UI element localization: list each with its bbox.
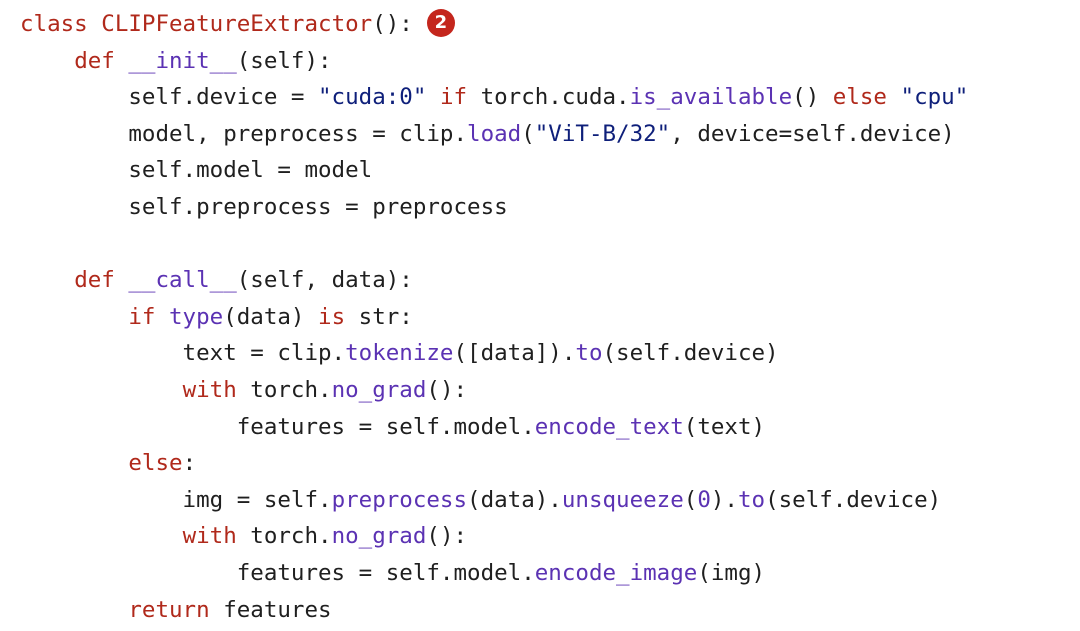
code-token: features <box>209 596 332 623</box>
code-token: if <box>128 303 156 330</box>
code-line: model, preprocess = clip.load("ViT-B/32"… <box>20 116 968 153</box>
code-token: with <box>182 376 237 403</box>
code-token: ). <box>710 486 738 513</box>
code-token: (img) <box>697 559 766 586</box>
code-token: is_available <box>629 84 793 111</box>
code-token: torch. <box>236 376 332 403</box>
code-token <box>20 597 128 623</box>
code-token <box>155 304 169 330</box>
code-token: ( <box>521 120 535 147</box>
code-token: (data) <box>223 303 319 330</box>
code-token: to <box>737 486 766 513</box>
code-line <box>20 226 968 263</box>
code-token: features = self.model. <box>20 413 535 440</box>
code-token: , device=self.device) <box>670 120 955 147</box>
code-token: self.preprocess = preprocess <box>20 193 508 220</box>
code-token: "ViT-B/32" <box>534 120 671 147</box>
code-token: ( <box>683 486 698 513</box>
code-token: : <box>182 450 197 477</box>
code-line: features = self.model.encode_text(text) <box>20 409 968 446</box>
code-token: features = self.model. <box>20 559 535 586</box>
code-line: self.model = model <box>20 152 968 189</box>
code-line: text = clip.tokenize([data]).to(self.dev… <box>20 335 968 372</box>
code-token <box>20 48 74 74</box>
code-token: type <box>169 303 224 330</box>
code-token: torch. <box>236 523 332 550</box>
code-token: else <box>128 450 183 477</box>
code-line: return features <box>20 592 968 629</box>
code-line: def __init__(self): <box>20 43 968 80</box>
code-token: (self): <box>236 47 332 74</box>
code-token: (self, data): <box>236 267 413 294</box>
code-token <box>20 450 128 476</box>
code-token <box>887 84 901 110</box>
code-token: text = clip. <box>20 340 346 367</box>
code-token: (self.device) <box>765 486 942 513</box>
code-token: no_grad <box>331 523 427 550</box>
code-token: () <box>792 84 833 111</box>
code-token: __init__ <box>128 47 237 74</box>
code-token <box>20 267 74 293</box>
code-line: self.device = "cuda:0" if torch.cuda.is_… <box>20 79 968 116</box>
code-line: with torch.no_grad(): <box>20 372 968 409</box>
code-token: self.device = <box>20 84 319 111</box>
code-token: __call__ <box>128 267 237 294</box>
code-token: (text) <box>683 413 766 440</box>
code-token: (): <box>426 376 468 403</box>
code-token: (): <box>426 523 468 550</box>
code-line: def __call__(self, data): <box>20 262 968 299</box>
code-token <box>20 523 183 549</box>
code-token: str: <box>345 303 413 330</box>
code-token: if <box>439 84 468 111</box>
code-token <box>426 84 440 110</box>
code-token: 0 <box>697 486 711 513</box>
code-line: class CLIPFeatureExtractor(): 2 <box>20 6 968 43</box>
code-token <box>20 304 128 330</box>
code-token: ([data]). <box>453 340 576 367</box>
code-token: "cuda:0" <box>318 84 427 111</box>
code-token: tokenize <box>345 340 454 367</box>
code-line: self.preprocess = preprocess <box>20 189 968 226</box>
code-token: self.model = model <box>20 157 373 184</box>
step-number-badge: 2 <box>426 9 455 37</box>
code-line: with torch.no_grad(): <box>20 518 968 555</box>
code-token: (): <box>372 11 413 37</box>
code-token: class <box>20 11 102 37</box>
code-line: else: <box>20 445 968 482</box>
code-token: "cpu" <box>900 84 969 111</box>
code-token: is <box>318 303 346 330</box>
code-token: unsqueeze <box>561 486 684 513</box>
code-token: else <box>832 84 887 111</box>
code-line: if type(data) is str: <box>20 299 968 336</box>
code-block: class CLIPFeatureExtractor():2 def __ini… <box>20 6 968 628</box>
code-token: load <box>467 120 522 147</box>
code-token: def <box>74 47 115 74</box>
code-token: return <box>128 596 210 623</box>
code-token <box>20 377 183 403</box>
code-token: encode_image <box>534 559 698 586</box>
code-token: to <box>575 340 603 367</box>
code-token <box>115 48 129 74</box>
code-line: features = self.model.encode_image(img) <box>20 555 968 592</box>
code-token: img = self. <box>20 486 332 513</box>
code-token: CLIPFeatureExtractor <box>101 11 373 37</box>
code-token: def <box>74 267 115 294</box>
code-token: with <box>182 523 237 550</box>
code-token: torch.cuda. <box>467 84 630 111</box>
code-token: preprocess <box>331 486 468 513</box>
code-token: encode_text <box>534 413 684 440</box>
code-token: no_grad <box>331 376 427 403</box>
code-token <box>115 267 129 293</box>
code-token: (self.device) <box>602 340 779 367</box>
code-token: model, preprocess = clip. <box>20 120 468 147</box>
code-line: img = self.preprocess(data).unsqueeze(0)… <box>20 482 968 519</box>
code-token: (data). <box>467 486 562 513</box>
